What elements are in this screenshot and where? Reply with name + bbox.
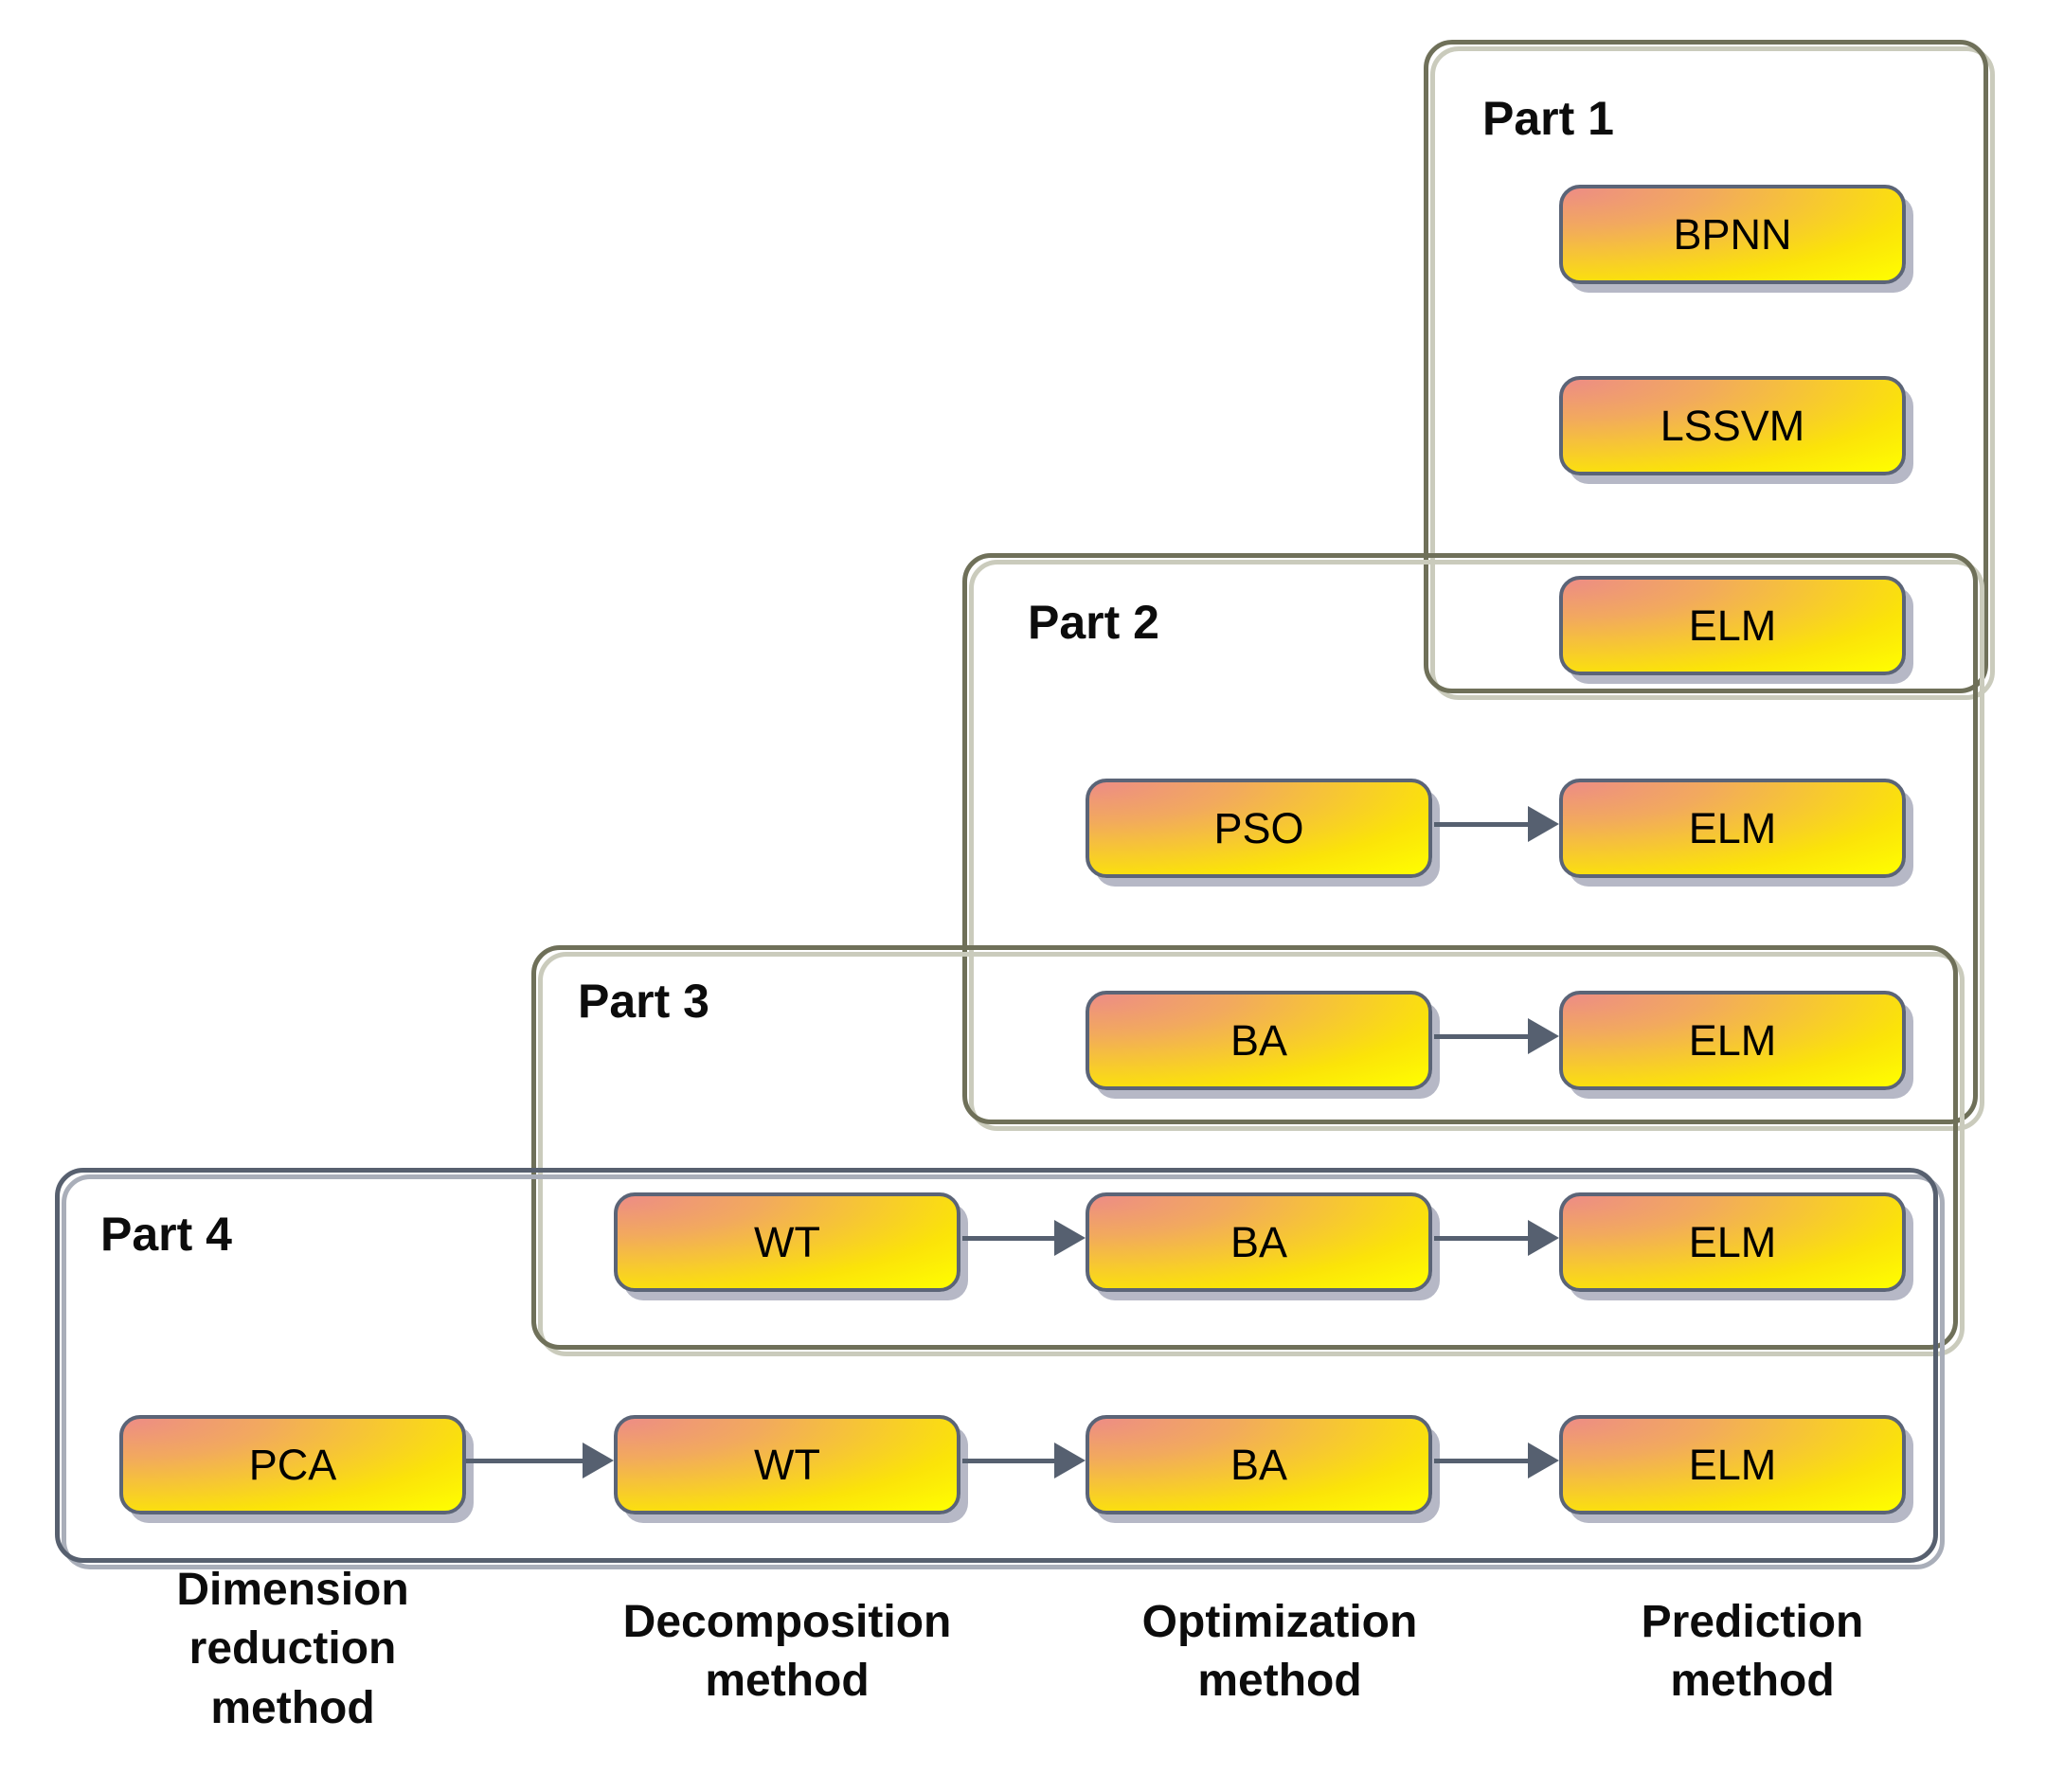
column-label-dimension-reduction: Dimension reduction method [176, 1565, 409, 1733]
arrow-ba-elm-part3 [1434, 1220, 1559, 1256]
node-elm-part3: ELM [1559, 1192, 1906, 1292]
node-wt-part3: WT [614, 1192, 960, 1292]
arrow-wt-ba-part4 [962, 1443, 1086, 1478]
arrow-pca-wt [466, 1443, 614, 1478]
node-ba-part3: BA [1086, 1192, 1432, 1292]
part4-label: Part 4 [100, 1208, 232, 1261]
node-elm-part4: ELM [1559, 1415, 1906, 1514]
node-pso: PSO [1086, 779, 1432, 878]
part2-label: Part 2 [1028, 596, 1159, 649]
node-lssvm: LSSVM [1559, 376, 1906, 475]
part3-label: Part 3 [578, 975, 709, 1028]
arrow-wt-ba-part3 [962, 1220, 1086, 1256]
arrow-pso-elm [1434, 806, 1559, 842]
node-bpnn: BPNN [1559, 185, 1906, 284]
node-elm-part1: ELM [1559, 576, 1906, 675]
node-ba-part4: BA [1086, 1415, 1432, 1514]
arrow-ba-elm-part2 [1434, 1018, 1559, 1054]
arrow-ba-elm-part4 [1434, 1443, 1559, 1478]
node-pca: PCA [119, 1415, 466, 1514]
node-elm-pso-row: ELM [1559, 779, 1906, 878]
column-label-optimization: Optimization method [1141, 1597, 1418, 1707]
column-label-prediction: Prediction method [1641, 1597, 1864, 1707]
node-wt-part4: WT [614, 1415, 960, 1514]
column-label-decomposition: Decomposition method [622, 1597, 952, 1707]
node-ba-part2: BA [1086, 991, 1432, 1090]
part1-label: Part 1 [1482, 92, 1614, 145]
node-elm-ba-row: ELM [1559, 991, 1906, 1090]
